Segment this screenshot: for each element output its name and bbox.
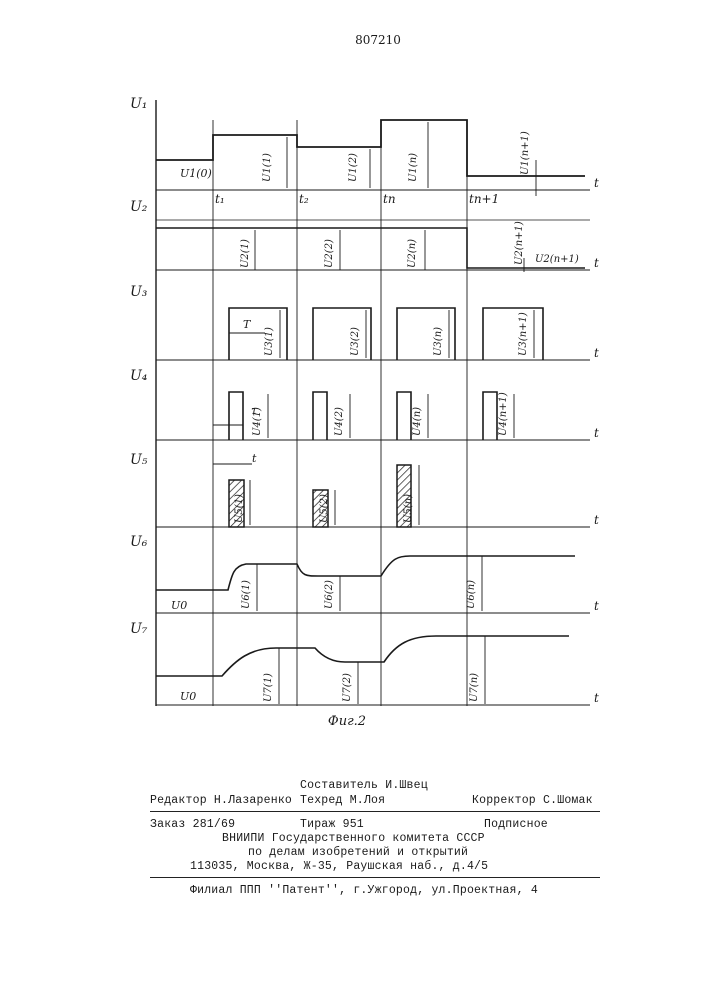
time-mark-t2: t₂ [299,192,309,206]
u4-label-t: t [252,452,257,465]
axis-label-u3: U₃ [130,284,148,300]
branch-line: Филиал ППП ''Патент'', г.Ужгород, ул.Про… [190,884,538,897]
editor-line: Редактор Н.Лазаренко [150,794,292,807]
u3-label-n: U3(n) [433,327,444,356]
u1-label-n1: U1(n+1) [520,131,531,175]
u6-label-u0: U0 [171,599,187,612]
u1-label-2: U1(2) [348,153,359,182]
subscription-line: Подписное [484,818,548,831]
time-axis-label-3: t [594,346,599,360]
figure-caption: Фиг.2 [328,714,366,729]
u3-pulse-3 [397,308,455,360]
u4-pulse-1 [229,392,243,440]
corrector-line: Корректор С.Шомак [472,794,593,807]
u4-label-n1: U4(n+1) [498,392,509,436]
techred-line: Техред М.Лоя [300,794,385,807]
time-mark-tn: tn [383,192,396,206]
u5-label-1: U5(1) [234,494,245,523]
u5-label-2: U5(2) [319,494,330,523]
u6-label-2: U6(2) [324,580,335,609]
u3-label-2: U3(2) [350,327,361,356]
time-axis-label-1: t [594,176,599,190]
u4-label-1: U4(1) [252,407,263,436]
time-axis-label-4: t [594,426,599,440]
u2-label-1: U2(1) [240,239,251,268]
u1-label-1: U1(1) [262,153,273,182]
axis-label-u4: U₄ [130,368,148,384]
u3-label-n1: U3(n+1) [518,312,529,356]
u6-label-n: U6(n) [466,580,477,609]
time-axis-label-2: t [594,256,599,270]
order-line: Заказ 281/69 [150,818,235,831]
compiler-line: Составитель И.Швец [300,779,428,792]
u7-label-2: U7(2) [342,673,353,702]
u2-label-2: U2(2) [324,239,335,268]
u7-label-1: U7(1) [263,673,274,702]
timing-diagram-figure: 807210 tU₁tU₂tU₃tU₄tU₅tU₆tU₇t₁t₂tntn+1U1… [0,0,707,760]
imprint-rule-2 [150,877,600,878]
u2-label-n1-b: U2(n+1) [535,254,579,265]
u2-label-n1-a: U2(n+1) [514,221,525,265]
u3-label-1: U3(1) [264,327,275,356]
time-axis-label-6: t [594,599,599,613]
org-line-2: по делам изобретений и открытий [248,846,468,859]
u7-label-u0: U0 [180,690,196,703]
time-axis-label-5: t [594,513,599,527]
time-axis-label-7: t [594,691,599,705]
u4-pulse-2 [313,392,327,440]
u4-label-n: U4(n) [412,407,423,436]
axis-label-u5: U₅ [130,452,148,468]
imprint-rule-1 [150,811,600,812]
u4-pulse-3 [397,392,411,440]
patent-number: 807210 [355,33,401,47]
axis-label-u6: U₆ [130,534,148,550]
u3-label-T: T [243,318,252,331]
u4-label-2: U4(2) [334,407,345,436]
u5-label-n: U5(n) [403,494,414,523]
circulation-line: Тираж 951 [300,818,364,831]
time-mark-tn1: tn+1 [469,192,499,206]
u4-pulse-4 [483,392,497,440]
u1-label-n: U1(n) [408,153,419,182]
org-line-1: ВНИИПИ Государственного комитета СССР [222,832,485,845]
u6-label-1: U6(1) [241,580,252,609]
u1-label-0: U1(0) [180,167,212,180]
u6-waveform [156,556,575,590]
u2-label-n: U2(n) [407,239,418,268]
address-line: 113035, Москва, Ж-35, Раушская наб., д.4… [190,860,488,873]
axis-label-u1: U₁ [130,96,147,112]
u3-pulse-2 [313,308,371,360]
axis-label-u2: U₂ [130,199,148,215]
u7-label-n: U7(n) [469,673,480,702]
u3-pulse-1 [229,308,287,360]
axis-label-u7: U₇ [130,621,148,637]
u7-waveform [156,636,569,676]
time-mark-t1: t₁ [215,192,225,206]
